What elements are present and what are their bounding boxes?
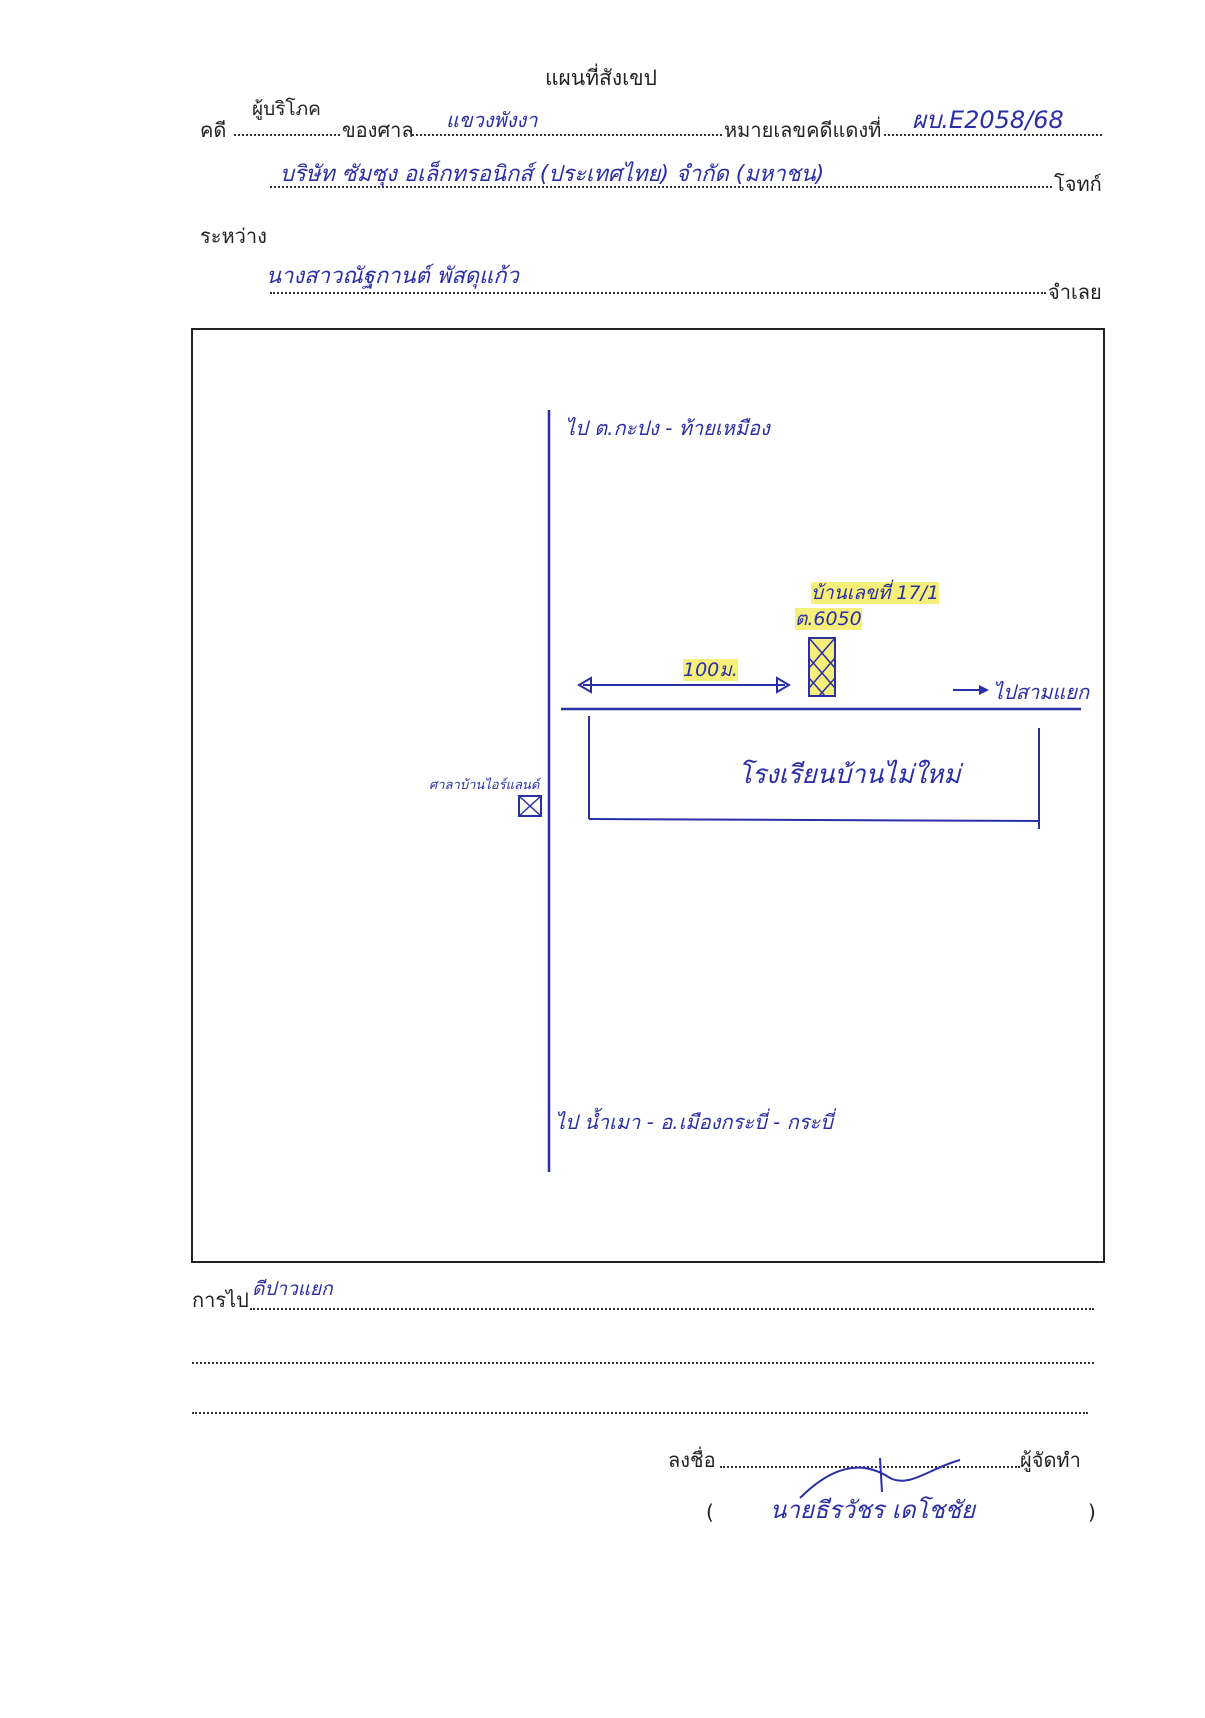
- north-direction-label: ไป ต.กะปง - ท้ายเหมือง: [565, 416, 770, 440]
- signer-close-paren: ): [1088, 1500, 1096, 1524]
- red-number-value: ผบ.E2058/68: [912, 106, 1064, 134]
- red-number-label: หมายเลขคดีแดงที่: [724, 118, 882, 142]
- house-number-label: บ้านเลขที่ 17/1: [811, 578, 940, 608]
- page-title: แผนที่สังเขป: [545, 66, 657, 90]
- south-direction-label: ไป น้ำเมา - อ.เมืองกระบี่ - กระบี่: [555, 1110, 833, 1134]
- east-direction-label: ไปสามแยก: [993, 680, 1090, 704]
- court-dotted-line: [412, 134, 722, 136]
- distance-arrow-left-head: [577, 676, 592, 694]
- between-label: ระหว่าง: [200, 224, 267, 248]
- route-label: การไป: [192, 1288, 249, 1312]
- case-type-value: ผู้บริโภค: [252, 98, 321, 120]
- route-dotted-line-3: [192, 1412, 1088, 1414]
- distance-label: 100ม.: [683, 655, 738, 685]
- route-dotted-line: [250, 1308, 1094, 1310]
- case-dotted-line: [234, 134, 340, 136]
- school-label: โรงเรียนบ้านไม่ใหม่: [738, 760, 961, 790]
- route-value: ดีปาวแยก: [252, 1278, 333, 1300]
- plaintiff-value: บริษัท ซัมซุง อเล็กทรอนิกส์ (ประเทศไทย) …: [280, 162, 825, 187]
- distance-text: 100ม.: [683, 659, 738, 681]
- sign-label: ลงชื่อ: [668, 1448, 716, 1472]
- map-drawing: [518, 410, 1081, 1172]
- court-name-value: แขวงพังงา: [446, 108, 538, 132]
- signature-mark: [799, 1457, 961, 1499]
- shop-label: ศาลาบ้านไอร์แลนด์: [429, 778, 540, 793]
- signer-open-paren: (: [706, 1500, 714, 1524]
- map-frame: ไป ต.กะปง - ท้ายเหมือง บ้านเลขที่ 17/1 ต…: [191, 328, 1105, 1263]
- plaintiff-label: โจทก์: [1054, 172, 1102, 196]
- route-dotted-line-2: [192, 1362, 1094, 1364]
- red-number-dotted-line: [884, 134, 1102, 136]
- court-label: ของศาล: [342, 118, 414, 142]
- sign-dotted-line: [720, 1466, 1020, 1468]
- house-hatch-6: [818, 677, 836, 697]
- defendant-dotted-line: [270, 292, 1046, 294]
- house-hatch-5: [808, 657, 836, 689]
- house-sub-label: ต.6050: [795, 604, 862, 634]
- signer-name: นายธีรวัชร เดโชชัย: [770, 1496, 976, 1524]
- house-marker: [808, 637, 836, 697]
- shop-cross-2: [518, 795, 542, 817]
- distance-arrow-right-head: [776, 676, 791, 694]
- house-sub-text: ต.6050: [795, 608, 862, 630]
- shop-marker: [518, 795, 542, 817]
- house-hatch-4: [808, 637, 836, 669]
- plaintiff-dotted-line: [270, 186, 1052, 188]
- defendant-value: นางสาวณัฐกานต์ พัสดุแก้ว: [266, 264, 519, 289]
- case-label: คดี: [200, 118, 227, 142]
- defendant-label: จำเลย: [1048, 280, 1102, 304]
- school-bottom-edge: [588, 818, 1040, 822]
- east-arrow-head: [979, 685, 989, 695]
- house-number-text: บ้านเลขที่ 17/1: [811, 582, 940, 604]
- maker-label: ผู้จัดทำ: [1020, 1448, 1081, 1472]
